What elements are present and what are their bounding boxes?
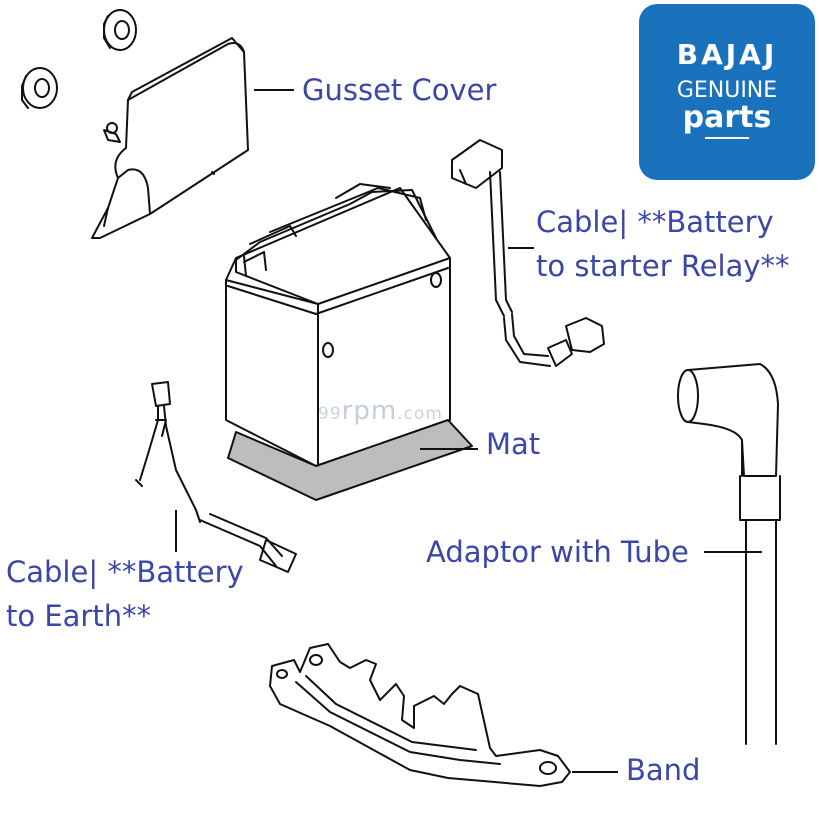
adaptor-with-tube xyxy=(677,363,781,745)
gusset-cover xyxy=(91,37,249,239)
label-mat: Mat xyxy=(486,427,541,461)
logo-parts: parts xyxy=(682,100,772,135)
label-adaptor-with-tube: Adaptor with Tube xyxy=(426,535,689,569)
label-relay-cable-line2: to starter Relay** xyxy=(536,249,790,283)
logo-brand: BAJAJ xyxy=(676,38,778,71)
label-relay-cable-line1: Cable| **Battery xyxy=(536,205,774,239)
band-bracket xyxy=(269,643,571,787)
label-gusset-cover: Gusset Cover xyxy=(302,73,497,107)
label-band: Band xyxy=(626,753,701,787)
watermark-middle: rpm xyxy=(341,396,398,426)
earth-cable xyxy=(135,381,297,573)
watermark-prefix: 99 xyxy=(318,404,342,424)
logo-genuine: GENUINE xyxy=(676,78,778,103)
bajaj-genuine-parts-logo: BAJAJ GENUINE parts xyxy=(639,4,815,180)
label-earth-cable-line1: Cable| **Battery xyxy=(6,555,244,589)
battery-mat xyxy=(227,419,473,501)
washer-top xyxy=(103,9,137,51)
watermark-suffix: .com xyxy=(397,404,443,424)
label-earth-cable-line2: to Earth** xyxy=(6,599,152,633)
relay-cable xyxy=(451,139,605,367)
logo-underline xyxy=(705,137,749,139)
battery xyxy=(225,183,451,467)
watermark: 99rpm.com xyxy=(318,396,443,426)
washer-left xyxy=(21,67,58,109)
leader-lines xyxy=(175,89,762,773)
